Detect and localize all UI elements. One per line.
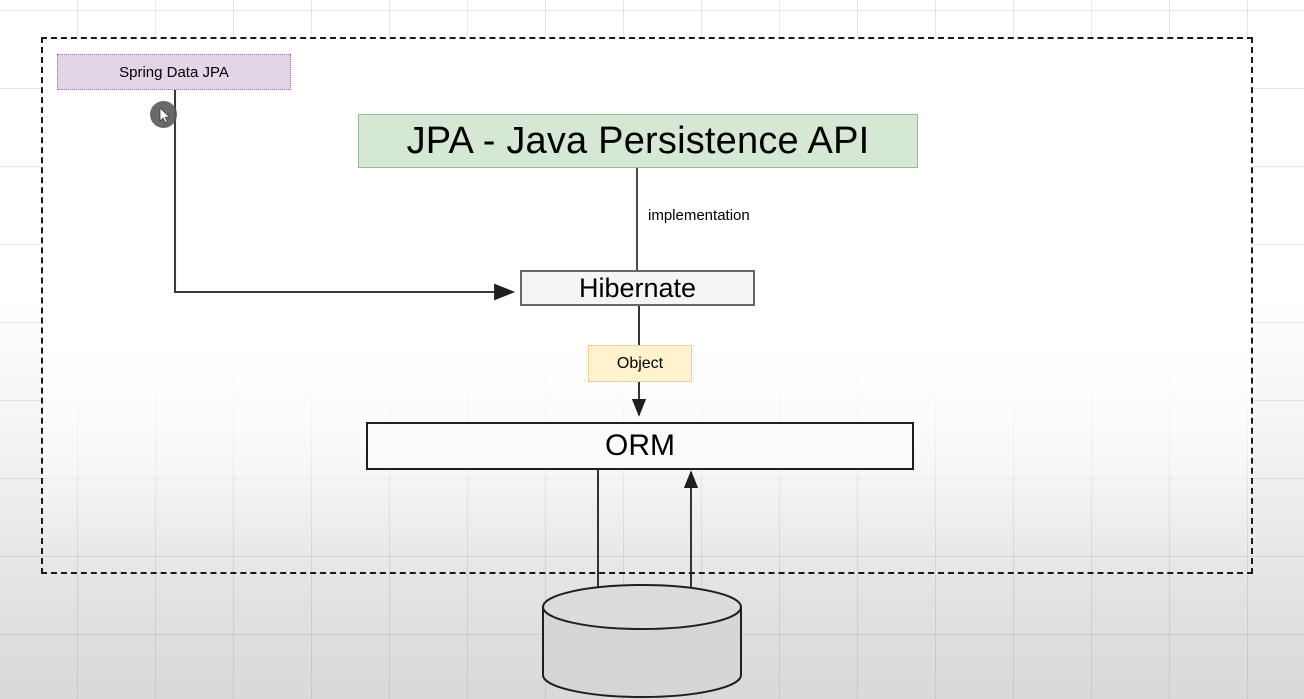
node-hibernate[interactable]: Hibernate: [520, 270, 755, 306]
node-orm-label: ORM: [605, 429, 675, 462]
node-orm[interactable]: ORM: [366, 422, 914, 470]
node-spring-data-jpa-label: Spring Data JPA: [119, 63, 229, 81]
node-jpa-label: JPA - Java Persistence API: [406, 119, 870, 162]
node-object[interactable]: Object: [588, 345, 692, 382]
node-spring-data-jpa[interactable]: Spring Data JPA: [57, 54, 291, 90]
edge-label-implementation: implementation: [648, 207, 750, 224]
dashed-boundary-container: [41, 37, 1253, 574]
node-jpa[interactable]: JPA - Java Persistence API: [358, 114, 918, 168]
node-hibernate-label: Hibernate: [578, 272, 697, 303]
mouse-cursor-icon: [159, 108, 171, 123]
node-object-label: Object: [616, 354, 664, 372]
